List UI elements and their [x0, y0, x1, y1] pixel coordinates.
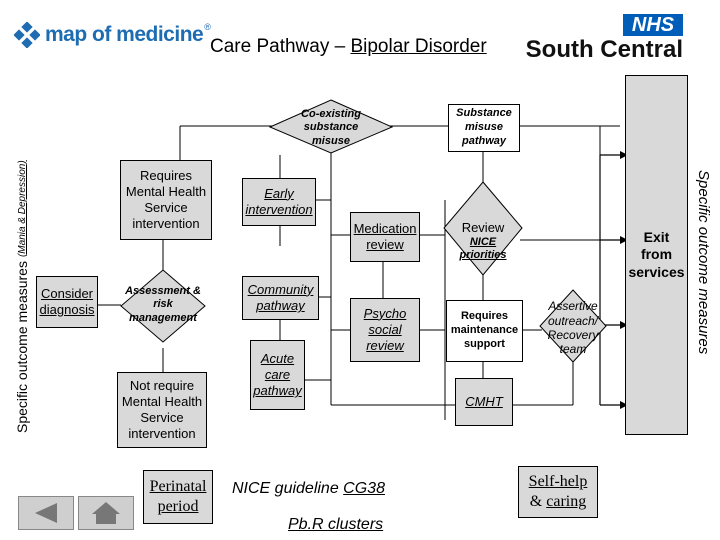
requires-mh-intervention[interactable]: Requires Mental Health Service intervent… [120, 160, 212, 240]
left-outcome-sub: (Mania & Depression) [16, 160, 28, 258]
early-intervention[interactable]: Early intervention [242, 178, 316, 226]
logo-registered: ® [204, 22, 211, 32]
home-icon [92, 502, 120, 524]
logo-text: map of medicine [45, 23, 204, 46]
coexisting-label: Co-existing substance misuse [301, 108, 361, 147]
self-help-link[interactable]: Self-help [528, 473, 588, 490]
community-pathway[interactable]: Community pathway [242, 276, 319, 320]
review-label: Review NICE priorities [450, 218, 516, 264]
nice-guideline: NICE guideline CG38 [232, 480, 385, 498]
review-text: Review [461, 220, 505, 236]
pbr-clusters-link[interactable]: Pb.R clusters [288, 516, 384, 533]
logo-mark-icon [14, 22, 40, 48]
nice-guideline-prefix: NICE guideline [232, 480, 344, 497]
title-link[interactable]: Bipolar Disorder [350, 36, 487, 57]
nice-cg38-link[interactable]: CG38 [343, 480, 385, 497]
psycho-social-review[interactable]: Psycho social review [350, 298, 420, 362]
logo: map of medicine ® [14, 22, 211, 48]
home-button[interactable] [78, 496, 134, 530]
coexisting-diamond [268, 99, 394, 154]
not-require-mh-intervention[interactable]: Not require Mental Health Service interv… [117, 372, 207, 448]
back-arrow-icon [35, 503, 57, 523]
self-help-amp: & [529, 493, 547, 510]
nhs-badge: NHS [623, 14, 683, 36]
cmht-box[interactable]: CMHT [455, 378, 513, 426]
left-outcome-main: Specific outcome measures [14, 261, 30, 433]
back-button[interactable] [18, 496, 74, 530]
perinatal-period[interactable]: Perinatal period [143, 470, 213, 524]
assertive-label: Assertive outreach/ Recovery team [547, 299, 599, 357]
right-outcome-label: Specific outcome measures [695, 170, 712, 355]
assertive-diamond [539, 289, 607, 363]
exit-label: Exit from services [628, 228, 685, 280]
medication-review[interactable]: Medication review [350, 212, 420, 262]
nhs-region: South Central [525, 36, 683, 63]
nhs-logo: NHS South Central [526, 14, 685, 63]
title-prefix: Care Pathway – [210, 36, 351, 57]
requires-maintenance-support[interactable]: Requires maintenance support [446, 300, 523, 362]
self-help-line2: & caring [530, 492, 586, 512]
assessment-label: Assessment & risk management [125, 285, 201, 324]
page-title: Care Pathway – Bipolar Disorder [210, 36, 487, 58]
self-help-caring[interactable]: Self-help & caring [518, 466, 598, 518]
review-diamond [443, 181, 523, 276]
left-outcome-label: Specific outcome measures (Mania & Depre… [10, 113, 34, 433]
exit-from-services[interactable]: Exit from services [625, 75, 688, 435]
consider-diagnosis[interactable]: Consider diagnosis [36, 276, 98, 328]
nice-priorities-link[interactable]: NICE priorities [459, 235, 507, 261]
acute-care-pathway[interactable]: Acute care pathway [250, 340, 305, 410]
assessment-diamond [120, 269, 206, 343]
caring-link[interactable]: caring [546, 493, 587, 510]
substance-misuse-pathway[interactable]: Substance misuse pathway [448, 104, 520, 152]
